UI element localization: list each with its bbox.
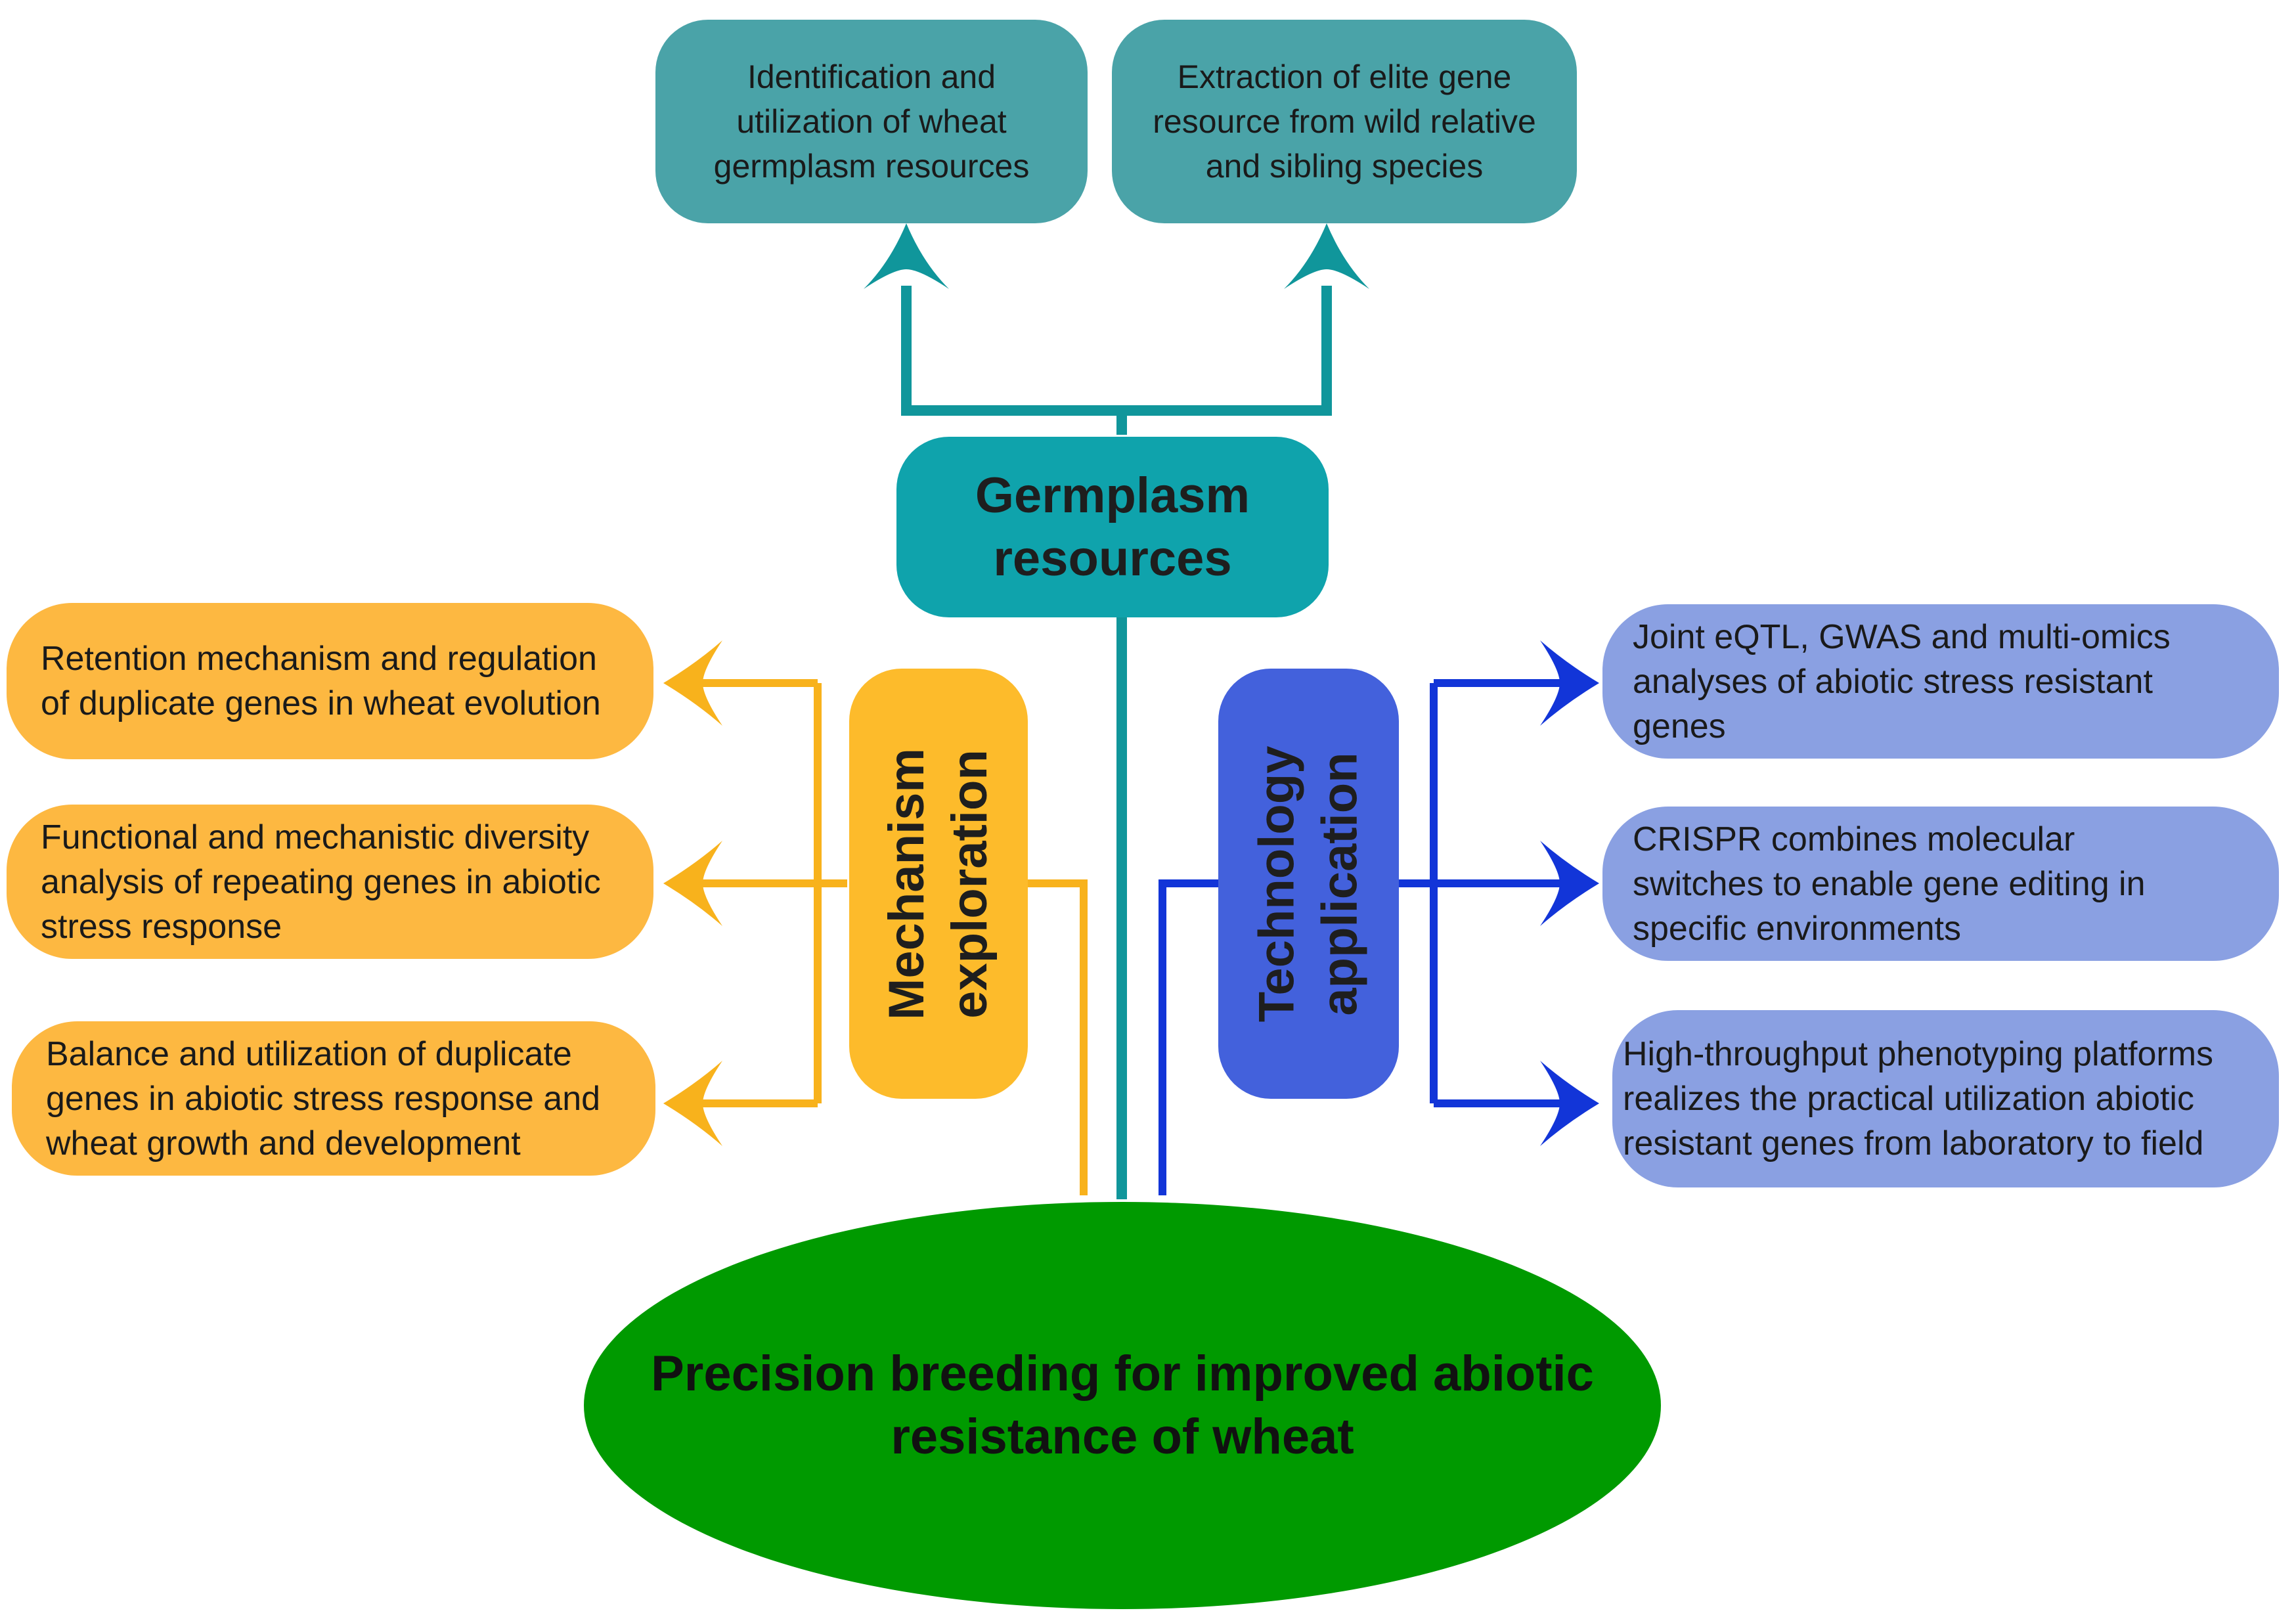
technology-item-2: CRISPR combines molecular switches to en…: [1602, 807, 2279, 961]
technology-connectors: [1159, 679, 1563, 1195]
technology-item-3-line-3: resistant genes from laboratory to field: [1623, 1124, 2204, 1163]
arrow-head-right-1: [1540, 640, 1599, 726]
arrow-head-left-3: [663, 1061, 722, 1146]
mechanism-hub: Mechanism exploration: [849, 669, 1028, 1099]
arrow-head-left-2: [663, 841, 722, 926]
technology-item-2-line-2: switches to enable gene editing in: [1633, 864, 2146, 903]
arrow-head-right-3: [1540, 1061, 1599, 1146]
mechanism-to-goal-line: [1028, 879, 1088, 1195]
mechanism-hub-title: Mechanism exploration: [879, 747, 998, 1020]
arrow-head-up-right: [1284, 223, 1369, 289]
germplasm-target-2-line-3: and sibling species: [1205, 148, 1484, 185]
germplasm-connectors: [901, 286, 1332, 1199]
arrow-head-left-1: [663, 640, 722, 726]
mechanism-item-3: Balance and utilization of duplicate gen…: [12, 1021, 655, 1176]
technology-hub-title: Technology application: [1248, 745, 1368, 1022]
technology-item-3-line-1: High-throughput phenotyping platforms: [1623, 1035, 2214, 1073]
goal-ellipse: Precision breeding for improved abiotic …: [584, 1202, 1661, 1609]
mechanism-item-1: Retention mechanism and regulation of du…: [7, 603, 653, 759]
mechanism-item-3-line-1: Balance and utilization of duplicate: [46, 1034, 572, 1073]
technology-hub: Technology application: [1218, 669, 1399, 1099]
mechanism-item-1-line-1: Retention mechanism and regulation: [41, 640, 597, 678]
germplasm-target-2-line-1: Extraction of elite gene: [1177, 58, 1512, 95]
technology-item-1: Joint eQTL, GWAS and multi-omics analyse…: [1602, 604, 2279, 759]
mechanism-item-2-line-2: analysis of repeating genes in abiotic: [41, 862, 601, 901]
technology-item-1-line-2: analyses of abiotic stress resistant: [1633, 662, 2153, 701]
germplasm-target-box-1: Identification and utilization of wheat …: [655, 20, 1088, 223]
arrow-head-up-left: [864, 223, 949, 289]
germplasm-hub: Germplasm resources: [896, 437, 1329, 617]
mechanism-item-2: Functional and mechanistic diversity ana…: [7, 805, 653, 959]
germplasm-target-1-line-3: germplasm resources: [713, 148, 1030, 185]
technology-item-1-line-1: Joint eQTL, GWAS and multi-omics: [1633, 617, 2171, 656]
technology-item-2-line-3: specific environments: [1633, 909, 1961, 948]
mechanism-item-1-line-2: of duplicate genes in wheat evolution: [41, 684, 601, 722]
mechanism-item-3-line-2: genes in abiotic stress response and: [46, 1079, 601, 1118]
technology-item-1-line-3: genes: [1633, 707, 1726, 745]
mechanism-connectors: [686, 679, 1088, 1195]
germplasm-branch-line: [901, 286, 1332, 416]
goal-line-1: Precision breeding for improved: [651, 1346, 1419, 1402]
technology-item-3: High-throughput phenotyping platforms re…: [1612, 1010, 2279, 1187]
arrow-head-right-2: [1540, 841, 1599, 926]
germplasm-target-1-line-1: Identification and: [747, 58, 996, 95]
technology-item-3-line-2: realizes the practical utilization abiot…: [1623, 1080, 2194, 1118]
mechanism-item-2-line-3: stress response: [41, 907, 282, 946]
mechanism-item-3-line-3: wheat growth and development: [46, 1124, 521, 1163]
germplasm-target-2-line-2: resource from wild relative: [1153, 103, 1536, 140]
goal-line-2: abiotic resistance of wheat: [891, 1346, 1594, 1465]
germplasm-target-1-line-2: utilization of wheat: [736, 103, 1007, 140]
germplasm-target-box-2: Extraction of elite gene resource from w…: [1112, 20, 1577, 223]
mechanism-item-2-line-1: Functional and mechanistic diversity: [41, 818, 590, 856]
germplasm-hub-title-line-1: Germplasm: [975, 467, 1250, 523]
technology-to-goal-line: [1159, 879, 1218, 1195]
germplasm-hub-title-line-2: resources: [993, 530, 1232, 587]
technology-item-2-line-1: CRISPR combines molecular: [1633, 820, 2075, 858]
